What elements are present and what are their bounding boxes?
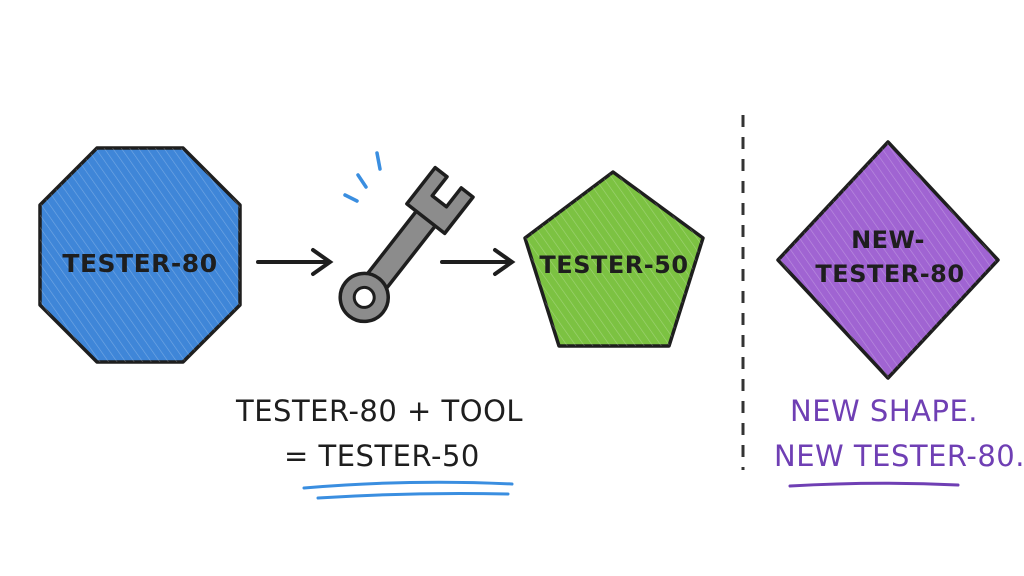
sparkle-lines-icon (343, 151, 382, 203)
tester-80-octagon: TESTER-80 (38, 146, 242, 364)
pentagon-label: TESTER-50 (539, 251, 688, 279)
diamond-label-line2: TESTER-80 (815, 260, 964, 288)
arrow-right-icon (440, 248, 516, 276)
note-line1: NEW SHAPE. (790, 394, 978, 428)
note-underline (788, 481, 960, 488)
arrow-right-icon (256, 248, 334, 276)
wrench-icon (338, 151, 475, 324)
octagon-label: TESTER-80 (62, 249, 217, 278)
equation-line2: = TESTER-50 (284, 439, 480, 473)
note-line2: NEW TESTER-80. (774, 439, 1024, 473)
diamond-label-line1: NEW- (851, 226, 925, 254)
tester-50-pentagon: TESTER-50 (523, 170, 705, 348)
equation-line1: TESTER-80 + TOOL (236, 394, 524, 428)
new-tester-80-diamond: NEW- TESTER-80 (776, 140, 1000, 380)
equation-underline (302, 480, 514, 500)
